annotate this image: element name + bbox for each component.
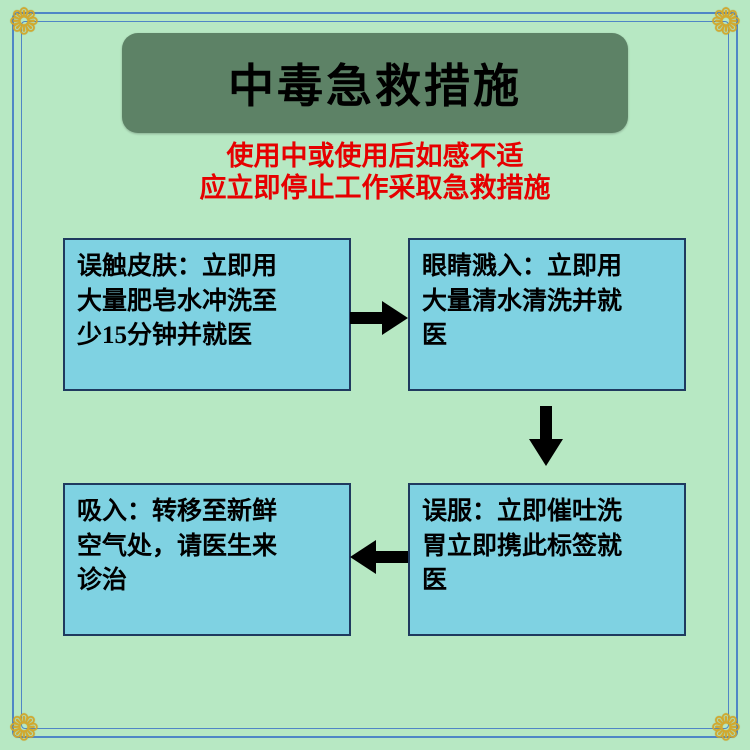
arrow-down-icon: [529, 406, 563, 471]
arrow-right-icon: [350, 301, 408, 340]
step-box-ingestion: 误服：立即催吐洗 胃立即携此标签就 医: [408, 483, 686, 636]
warning-line-2: 应立即停止工作采取急救措施: [199, 173, 551, 204]
corner-ornament-icon: ❁: [8, 707, 40, 748]
warning-text: 使用中或使用后如感不适 应立即停止工作采取急救措施: [0, 140, 750, 205]
corner-ornament-icon: ❁: [710, 707, 742, 748]
step-box-skin-contact: 误触皮肤：立即用 大量肥皂水冲洗至 少15分钟并就医: [63, 238, 351, 391]
title-banner: 中毒急救措施: [122, 33, 628, 133]
arrow-left-icon: [350, 540, 408, 579]
warning-line-1: 使用中或使用后如感不适: [226, 141, 524, 171]
page-title: 中毒急救措施: [228, 59, 522, 113]
corner-ornament-icon: ❁: [8, 1, 40, 42]
step-box-inhalation: 吸入：转移至新鲜 空气处，请医生来 诊治: [63, 483, 351, 636]
step-box-eye-splash: 眼睛溅入：立即用 大量清水清洗并就 医: [408, 238, 686, 391]
corner-ornament-icon: ❁: [710, 1, 742, 42]
